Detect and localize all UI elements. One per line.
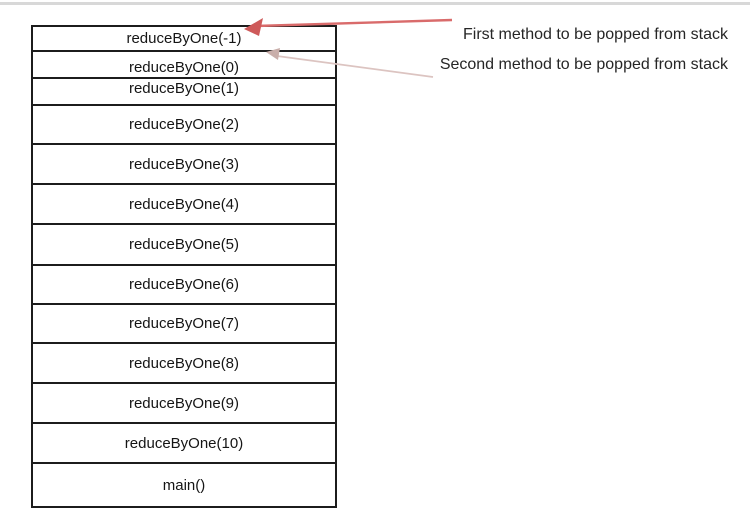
stack-frame: reduceByOne(6)	[33, 266, 335, 305]
stack-frame: reduceByOne(0)	[33, 52, 335, 79]
stack-frame: reduceByOne(5)	[33, 225, 335, 266]
stack-frame: reduceByOne(2)	[33, 106, 335, 145]
stack-frame-main: main()	[162, 476, 206, 494]
annotation-second-pop: Second method to be popped from stack	[439, 56, 728, 73]
stack-frame: reduceByOne(-1)	[33, 27, 335, 52]
stack-frame: reduceByOne(1)	[33, 79, 335, 106]
call-stack-box: reduceByOne(-1) reduceByOne(0) reduceByO…	[31, 25, 337, 508]
annotation-first-pop: First method to be popped from stack	[462, 26, 728, 43]
stack-frame: reduceByOne(8)	[33, 344, 335, 384]
stack-frame: reduceByOne(3)	[33, 145, 335, 185]
stack-frame: reduceByOne(7)	[33, 305, 335, 344]
stack-frame: reduceByOne(9)	[33, 384, 335, 424]
stack-frame: reduceByOne(4)	[33, 185, 335, 225]
stack-frame: reduceByOne(10)	[33, 424, 335, 464]
top-divider-line	[0, 2, 750, 5]
